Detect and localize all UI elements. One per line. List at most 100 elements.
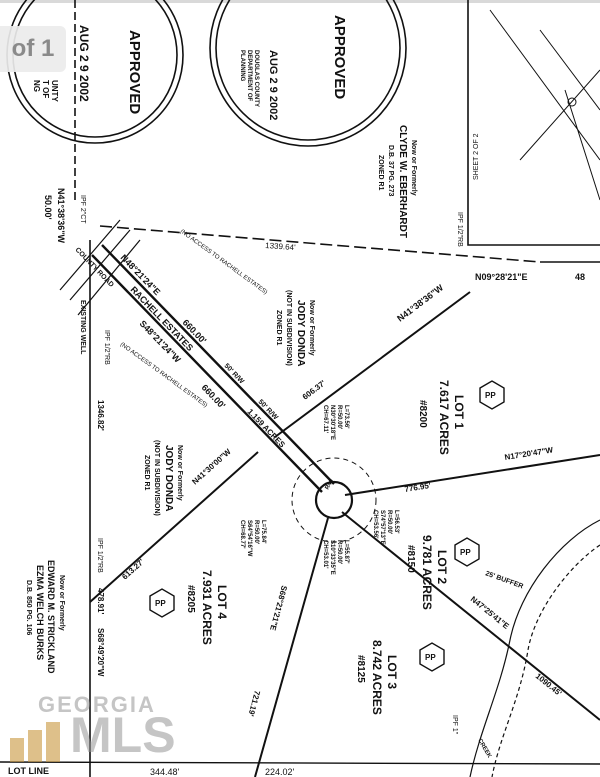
- road-edge-north: [91, 254, 323, 493]
- curve-data: N30°30'18"E: [329, 405, 335, 440]
- bearing-length: 1090.45': [534, 672, 564, 698]
- stamp-right-ring: [209, 0, 407, 147]
- curve-data: L=75.84': [260, 520, 266, 544]
- boundary-1339: [99, 225, 541, 263]
- bearing-label: N41°38'36"W: [395, 282, 445, 323]
- sheet-key-box: [467, 0, 600, 246]
- bearing-length: 613.27': [120, 557, 146, 581]
- stamp-right-line: DOUGLAS COUNTY: [253, 50, 259, 107]
- owner-middle-line: Now or Formerly: [308, 300, 315, 356]
- curve-data: CH=67.11': [322, 405, 328, 434]
- stamp-right-title: APPROVED: [331, 15, 348, 99]
- owner-middle-line: (NOT IN SUBDIVISION): [285, 290, 292, 366]
- owner-middle-name: JODY DONDA: [295, 300, 306, 367]
- lot-3-acres: 8.742 ACRES: [370, 640, 384, 715]
- bearing-length: 721.19': [246, 689, 262, 717]
- lot-4-acres: 7.931 ACRES: [200, 570, 214, 645]
- stamp-left-line: UNTY: [50, 80, 59, 102]
- stamp-left-date: AUG 2 9 2002: [77, 25, 91, 102]
- bearing-length: 344.48': [150, 767, 180, 777]
- creek-bank: [491, 544, 600, 777]
- lot-4-number: #8205: [185, 585, 196, 613]
- lot-line-label: LOT LINE: [8, 766, 49, 776]
- curve-data: S10°33'35"E: [329, 540, 335, 575]
- bearing-label: N17°20'47"W: [504, 445, 554, 462]
- owner-sw-name: EDWARD M. STRICKLAND: [46, 560, 56, 674]
- pp-mark: PP: [155, 599, 166, 608]
- bearing-label: N41°38'36"W: [56, 188, 66, 244]
- county-road: [59, 219, 141, 316]
- bearing-length: 50.00': [43, 195, 53, 220]
- lot-1-number: #8200: [417, 400, 428, 428]
- pp-mark: PP: [460, 548, 471, 557]
- ipf-label: IPF 1": [451, 715, 458, 735]
- bearing-length: 478.91': [96, 588, 105, 614]
- bearing-label: S68°21'21"E: [268, 584, 289, 632]
- owner-sw-name: EZMA WELCH BURKS: [35, 565, 45, 660]
- curve-data: R=50.00': [253, 520, 259, 545]
- owner-west-line: Now or Formerly: [176, 445, 183, 501]
- ipf-label: IPF 2"CT: [79, 195, 86, 224]
- sheet-key-lines: [489, 9, 600, 201]
- curve-data: S64°54'16"W: [246, 520, 252, 557]
- creek-label: CREEK: [476, 738, 492, 760]
- curve-data: R=50.00': [336, 540, 342, 565]
- bearing-label: N09°28'21"E: [475, 272, 528, 282]
- boundary-lot2-lot3: [341, 511, 600, 721]
- curve-data: L=73.56': [343, 405, 349, 429]
- top-border: [0, 0, 600, 3]
- page-count-badge: of 1: [0, 26, 66, 72]
- owner-north-line: Now or Formerly: [410, 140, 417, 196]
- owner-north-line: D.B. 37 PG. 273: [387, 145, 394, 196]
- lot-3-name: LOT 3: [385, 655, 399, 689]
- owner-west-line: ZONED R1: [143, 455, 150, 491]
- owner-west-line: (NOT IN SUBDIVISION): [153, 440, 160, 516]
- boundary-lot1-west: [274, 291, 471, 438]
- curve-data: R=50.00': [386, 510, 392, 535]
- boundary-lot1-lot2: [344, 454, 600, 496]
- stamp-right-line: DEPARTMENT OF: [246, 50, 252, 102]
- curve-data: CH=53.56': [372, 510, 378, 539]
- sheet-label: SHEET 2 OF 2: [473, 133, 480, 180]
- stamp-left-line: NG: [32, 80, 41, 92]
- stamp-left-title: APPROVED: [126, 30, 143, 114]
- boundary-lot3-lot4: [254, 517, 329, 777]
- curve-data: CH=68.77': [239, 520, 245, 549]
- ipf-label: IPF 1/2"RB: [96, 538, 103, 573]
- stamp-left-line: T OF: [41, 80, 50, 98]
- bearing-length: 776.95': [404, 481, 432, 494]
- ipf-label: IPF 1/2"RB: [456, 212, 463, 247]
- bearing-length: 224.02': [265, 767, 295, 777]
- boundary-lot4-north: [89, 451, 259, 603]
- bearing-label: N47°25'41"E: [469, 595, 511, 632]
- curve-data: CH=53.01': [322, 540, 328, 569]
- lot-4-name: LOT 4: [215, 585, 229, 619]
- curve-data: L=56.53': [393, 510, 399, 534]
- boundary-south: [0, 761, 600, 765]
- buffer-label: 25' BUFFER: [484, 570, 524, 590]
- watermark-line2: MLS: [70, 707, 176, 763]
- existing-well-label: EXISTING WELL: [79, 300, 86, 355]
- curve-data: R=50.00': [336, 405, 342, 430]
- bearing-label: S68°49'20"W: [96, 628, 105, 677]
- lot-2-acres: 9.781 ACRES: [420, 535, 434, 610]
- stamp-right-line: PLANNING: [239, 50, 245, 82]
- bearing-length: 48: [575, 272, 585, 282]
- creek-line: [469, 519, 600, 777]
- ipf-label: IPF 1/2"RB: [103, 330, 110, 365]
- radius-label: R40: [325, 478, 336, 491]
- lot-2-number: #8150: [405, 545, 416, 573]
- curve-data: S74°57'13"E: [379, 510, 385, 545]
- bearing-length: 1346.82': [96, 400, 105, 431]
- bearing-length: 1339.64': [265, 241, 296, 252]
- curve-data: L=55.87': [343, 540, 349, 564]
- pp-mark: PP: [485, 391, 496, 400]
- stamp-right-ring-inner: [215, 0, 401, 141]
- cul-de-sac-radius: [291, 457, 377, 543]
- owner-north-line: ZONED R1: [377, 155, 384, 191]
- mls-logo-icon: [10, 722, 60, 762]
- owner-sw-line: D.B. 850 PG. 106: [25, 580, 32, 635]
- bearing-length: 606.37': [301, 378, 328, 401]
- pp-markers: [149, 380, 505, 672]
